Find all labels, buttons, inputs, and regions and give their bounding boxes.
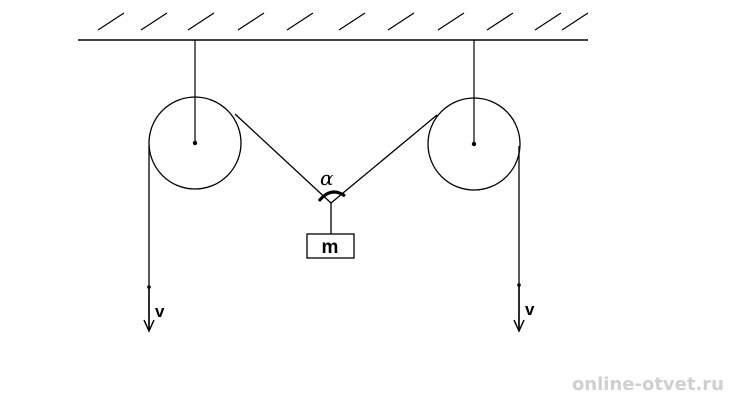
mass-block	[306, 233, 355, 259]
right-velocity-arrow	[513, 285, 525, 333]
right-pulley-axle	[471, 141, 477, 147]
left-velocity-label: v	[155, 302, 165, 321]
right-velocity-label: v	[525, 300, 535, 319]
angle-label: α	[320, 166, 334, 190]
angle-arc	[317, 190, 346, 202]
right-rope-marker	[517, 283, 521, 287]
left-pulley	[148, 96, 242, 190]
left-velocity-arrow	[143, 287, 155, 333]
rope	[148, 113, 520, 330]
left-rope-marker	[147, 285, 151, 289]
right-pulley	[427, 97, 521, 191]
rope-left-diagonal	[234, 113, 332, 204]
ceiling-hatching	[97, 12, 589, 31]
watermark: online-otvet.ru	[572, 374, 724, 395]
left-pulley-axle	[192, 140, 198, 146]
ceiling	[78, 12, 589, 41]
rope-right-diagonal	[330, 114, 438, 204]
mass-label: m	[322, 237, 339, 258]
